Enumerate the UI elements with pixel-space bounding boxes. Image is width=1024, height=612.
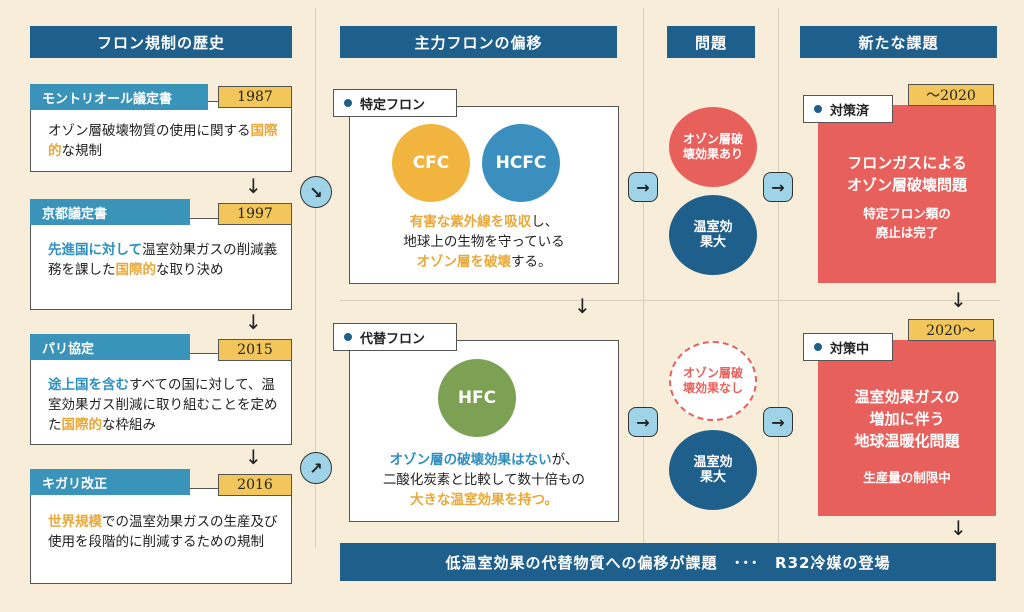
down-arrow-icon: ↓ xyxy=(245,174,262,198)
history-year: 1987 xyxy=(218,86,292,108)
hfc-circle: HFC xyxy=(438,359,516,437)
cfc-circle: CFC xyxy=(392,124,470,202)
dot-icon xyxy=(814,343,822,351)
done-title: フロンガスによるオゾン層破壊問題 xyxy=(846,154,967,194)
history-name: パリ協定 xyxy=(30,334,190,360)
header-transition: 主力フロンの偏移 xyxy=(340,26,617,58)
history-text: 先進国に対して温室効果ガスの削減義務を課した国際的な取り決め xyxy=(48,242,278,278)
done-period: ～2020 xyxy=(908,84,994,106)
diagonal-up-arrow-icon: ↗ xyxy=(300,452,332,484)
header-problem: 問題 xyxy=(667,26,755,58)
diagonal-down-arrow-icon: ↘ xyxy=(300,176,332,208)
right-arrow-icon: → xyxy=(763,172,793,202)
ongoing-subtitle: 生産量の制限中 xyxy=(863,470,951,485)
history-text: 世界規模での温室効果ガスの生産及び使用を段階的に削減するための規制 xyxy=(48,514,278,550)
ozone-depletion-none-circle: オゾン層破壊効果なし xyxy=(669,341,757,421)
hcfc-circle: HCFC xyxy=(482,124,560,202)
ongoing-title: 温室効果ガスの増加に伴う地球温暖化問題 xyxy=(854,388,960,450)
down-arrow-icon: ↓ xyxy=(574,294,591,318)
bottom-summary-bar: 低温室効果の代替物質への偏移が課題 ･･･ R32冷媒の登場 xyxy=(340,543,996,581)
divider-col2 xyxy=(643,8,644,548)
history-name: 京都議定書 xyxy=(30,199,190,225)
right-arrow-icon: → xyxy=(628,172,658,202)
divider-row xyxy=(340,300,1000,301)
history-name: モントリオール議定書 xyxy=(30,84,208,110)
divider-col1 xyxy=(315,8,316,548)
header-new-issue: 新たな課題 xyxy=(800,26,997,58)
down-arrow-icon: ↓ xyxy=(245,310,262,334)
ongoing-label: 対策中 xyxy=(803,333,893,361)
alternative-freon-label: 代替フロン xyxy=(333,323,457,351)
done-subtitle: 特定フロン類の廃止は完了 xyxy=(863,206,951,240)
history-text: オゾン層破壊物質の使用に関する国際的な規制 xyxy=(48,123,278,159)
specific-freon-description: 有害な紫外線を吸収し、 地球上の生物を守っている オゾン層を破壊する。 xyxy=(403,214,565,270)
history-text: 途上国を含むすべての国に対して、温室効果ガス削減に取り組むことを定めた国際的な枠… xyxy=(48,377,278,433)
specific-freon-label: 特定フロン xyxy=(333,89,457,117)
dot-icon xyxy=(814,105,822,113)
right-arrow-icon: → xyxy=(628,407,658,437)
header-history: フロン規制の歴史 xyxy=(30,26,292,58)
right-arrow-icon: → xyxy=(763,407,793,437)
divider-col3 xyxy=(778,8,779,548)
greenhouse-large-circle: 温室効果大 xyxy=(669,195,757,275)
greenhouse-large-circle-2: 温室効果大 xyxy=(669,430,757,510)
ongoing-period: 2020～ xyxy=(908,319,994,341)
history-name: キガリ改正 xyxy=(30,469,190,495)
ozone-depletion-yes-circle: オゾン層破壊効果あり xyxy=(669,107,757,187)
alternative-freon-description: オゾン層の破壊効果はないが、 二酸化炭素と比較して数十倍もの 大きな温室効果を持… xyxy=(382,452,586,508)
dot-icon xyxy=(344,99,352,107)
history-year: 1997 xyxy=(218,203,292,225)
done-label: 対策済 xyxy=(803,95,893,123)
history-year: 2015 xyxy=(218,339,292,361)
down-arrow-icon: ↓ xyxy=(950,288,967,312)
down-arrow-icon: ↓ xyxy=(950,516,967,540)
history-year: 2016 xyxy=(218,474,292,496)
down-arrow-icon: ↓ xyxy=(245,445,262,469)
dot-icon xyxy=(344,333,352,341)
